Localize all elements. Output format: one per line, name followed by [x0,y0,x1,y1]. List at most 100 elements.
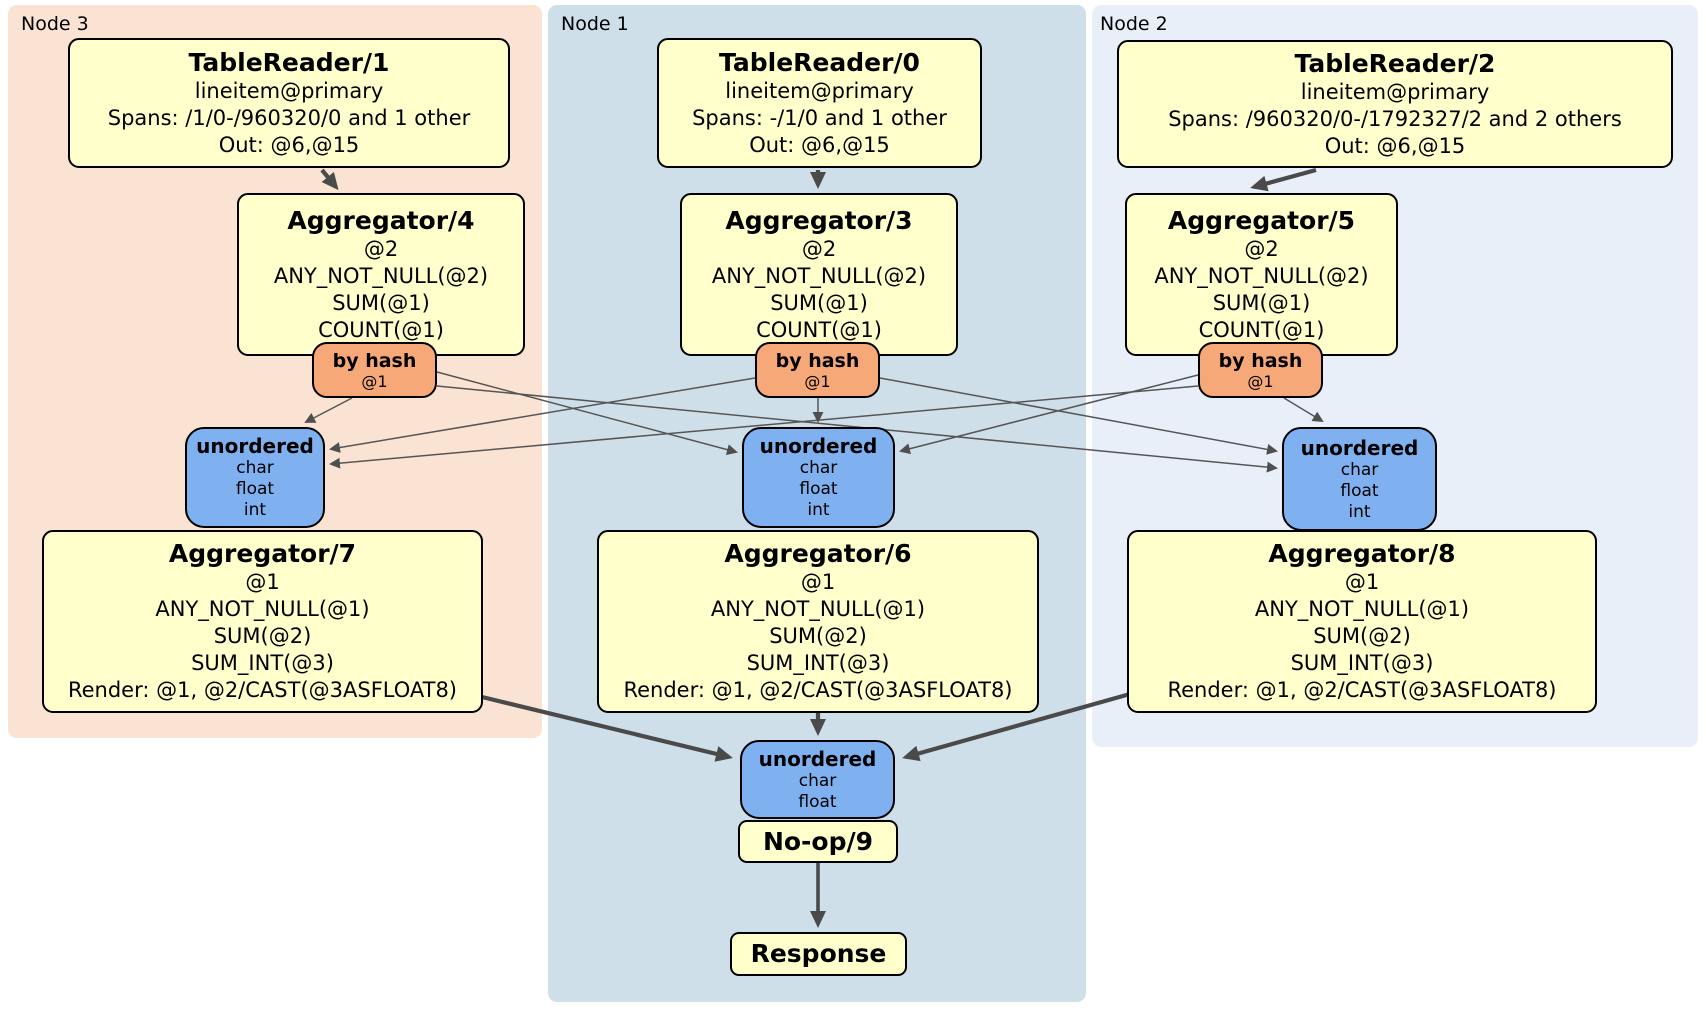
box-line: COUNT(@1) [756,317,882,342]
sync-title: unordered [758,746,877,771]
sync-line: char [1340,459,1379,480]
router-title: by hash [1218,349,1303,372]
edge-agg8-finalsync [902,691,1131,762]
sync-line: float [798,791,837,812]
box-line: SUM(@1) [332,290,430,315]
aggregator5-box: Aggregator/5 @2 ANY_NOT_NULL(@2) SUM(@1)… [1125,193,1398,356]
box-title: Aggregator/5 [1167,205,1356,235]
box-line: SUM(@2) [1313,624,1411,648]
box-line: @2 [1244,236,1279,261]
tablereader0-box: TableReader/0 lineitem@primary Spans: -/… [657,38,982,168]
box-title: Aggregator/3 [725,205,913,235]
box-line: @1 [245,570,280,594]
aggregator7-box: Aggregator/7 @1 ANY_NOT_NULL(@1) SUM(@2)… [42,530,483,713]
box-title: TableReader/1 [188,47,390,77]
box-line: Spans: -/1/0 and 1 other [692,105,947,130]
node2-unordered-sync: unordered char float int [1282,427,1437,531]
box-line: Spans: /1/0-/960320/0 and 1 other [107,105,471,130]
sync-line: int [243,500,267,520]
sync-line: int [1348,501,1371,522]
box-title: Aggregator/8 [1268,539,1456,568]
box-title: Aggregator/7 [168,539,357,568]
edge-tr2-agg5 [1250,167,1317,192]
box-line: SUM_INT(@3) [191,651,334,675]
sync-line: int [807,500,830,520]
box-title: No-op/9 [762,826,874,856]
box-line: Render: @1, @2/CAST(@3ASFLOAT8) [67,678,458,702]
box-line: lineitem@primary [1300,79,1490,104]
box-title: Aggregator/4 [287,205,475,235]
box-title: Response [750,939,887,968]
box-line: SUM(@2) [213,624,312,648]
box-line: SUM(@2) [769,624,867,648]
edge-router3-sync3 [304,397,353,423]
box-line: COUNT(@1) [318,317,444,342]
box-line: SUM(@1) [1212,290,1311,315]
sync-line: char [236,458,274,478]
response-box: Response [730,932,907,976]
box-line: @2 [363,236,399,261]
router-title: by hash [775,349,860,372]
router-detail: @1 [804,371,831,391]
router-detail: @1 [361,371,388,391]
box-line: ANY_NOT_NULL(@1) [1254,597,1470,621]
box-line: Render: @1, @2/CAST(@3ASFLOAT8) [1167,678,1557,702]
box-line: SUM(@1) [770,290,868,315]
edge-router2-sync2 [1283,397,1324,423]
sync-line: char [798,770,837,791]
box-line: @1 [800,570,836,594]
sync-title: unordered [1300,435,1419,460]
edge-agg7-finalsync [477,693,733,762]
router-detail: @1 [1247,371,1274,391]
box-title: Aggregator/6 [724,539,912,568]
node1-hash-router: by hash @1 [755,342,880,398]
box-line: Out: @6,@15 [749,132,890,157]
box-line: ANY_NOT_NULL(@1) [710,597,926,621]
node3-label: Node 3 [21,13,89,35]
box-line: SUM_INT(@3) [1290,651,1434,675]
router-title: by hash [332,349,417,372]
sync-title: unordered [759,434,878,458]
box-line: COUNT(@1) [1198,317,1325,342]
edge-router1-sync2 [879,377,1278,455]
sync-title: unordered [196,434,314,458]
box-line: ANY_NOT_NULL(@2) [1154,263,1369,288]
box-title: TableReader/2 [1294,48,1496,78]
edge-router2-sync1 [899,374,1199,455]
box-line: Out: @6,@15 [218,132,360,157]
sync-line: float [1340,480,1379,501]
tablereader2-box: TableReader/2 lineitem@primary Spans: /9… [1117,40,1673,168]
box-line: Out: @6,@15 [1324,133,1466,158]
box-title: TableReader/0 [719,47,920,77]
tablereader1-box: TableReader/1 lineitem@primary Spans: /1… [68,38,510,168]
final-unordered-sync: unordered char float [740,740,895,819]
noop9-box: No-op/9 [738,820,898,863]
edge-router1-sync3 [329,377,756,453]
aggregator3-box: Aggregator/3 @2 ANY_NOT_NULL(@2) SUM(@1)… [680,193,958,356]
node3-unordered-sync: unordered char float int [185,427,325,528]
box-line: ANY_NOT_NULL(@1) [155,597,370,621]
aggregator4-box: Aggregator/4 @2 ANY_NOT_NULL(@2) SUM(@1)… [237,193,525,356]
box-line: @2 [801,236,837,261]
edge-tr1-agg4 [320,168,339,191]
sync-line: char [799,458,838,478]
box-line: SUM_INT(@3) [746,651,890,675]
box-line: ANY_NOT_NULL(@2) [273,263,489,288]
box-line: lineitem@primary [194,78,384,103]
edge-router3-sync1 [436,371,738,455]
box-line: @1 [1344,570,1380,594]
aggregator6-box: Aggregator/6 @1 ANY_NOT_NULL(@1) SUM(@2)… [597,530,1039,713]
box-line: Spans: /960320/0-/1792327/2 and 2 others [1168,106,1622,131]
box-line: Render: @1, @2/CAST(@3ASFLOAT8) [623,678,1013,702]
sync-line: float [799,479,838,499]
aggregator8-box: Aggregator/8 @1 ANY_NOT_NULL(@1) SUM(@2)… [1127,530,1597,713]
edge-router2-sync3 [329,385,1199,469]
sync-line: float [235,479,275,499]
node1-unordered-sync: unordered char float int [742,427,895,528]
box-line: lineitem@primary [725,78,914,103]
node1-label: Node 1 [561,13,629,35]
node2-label: Node 2 [1100,13,1168,35]
node2-hash-router: by hash @1 [1198,342,1323,398]
node3-hash-router: by hash @1 [312,342,437,398]
